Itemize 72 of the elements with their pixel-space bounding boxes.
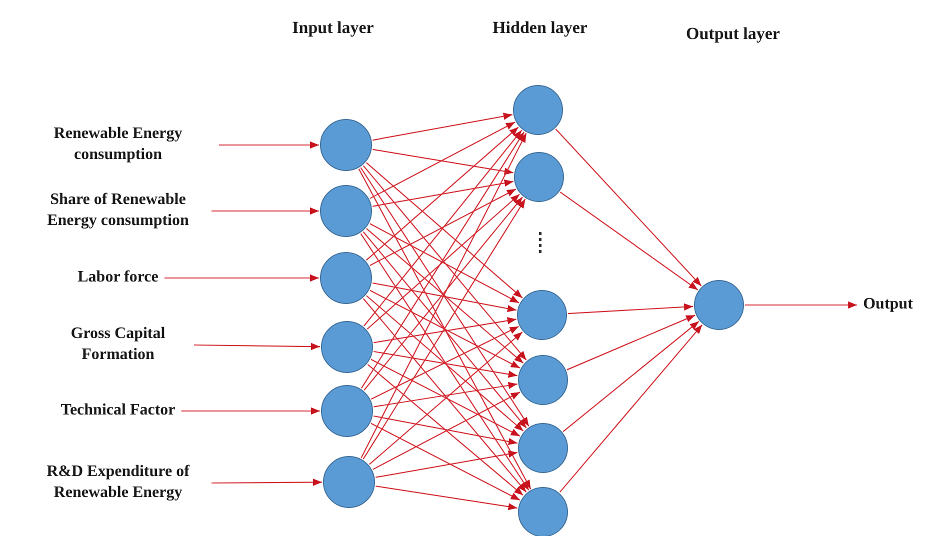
connection-arrow [360,167,530,426]
connection-arrow [181,407,320,415]
connection-arrow [360,132,527,458]
connection-arrow [362,198,526,460]
connection-arrow [372,392,520,470]
connection-arrow [364,196,523,390]
neuron-circle [694,280,744,330]
input-label: R&D Expenditure of Renewable Energy [30,462,206,504]
connection-arrow [366,228,524,364]
connection-arrow [374,350,518,378]
neuron-circle [514,152,564,202]
connection-arrow [370,290,520,369]
connection-arrow [376,450,518,478]
connection-arrow [555,128,702,286]
connection-arrow [364,130,522,326]
connection-arrow [219,141,319,149]
neuron-circle [320,252,372,304]
connection-arrow [376,486,518,510]
connection-arrow [370,188,516,266]
connection-arrow [361,132,525,388]
connection-arrow [559,324,703,493]
neuron-circle [517,290,567,340]
connection-arrow [370,122,516,199]
connection-arrow [372,148,514,175]
layer-heading: Output layer [686,24,780,44]
connection-arrow [372,282,517,312]
input-label: Technical Factor [60,400,176,422]
connection-arrow [367,364,524,496]
layer-heading: Input layer [292,18,374,38]
output-label: Output [863,294,913,316]
connection-arrow [374,317,516,344]
connection-arrow [362,165,527,360]
connection-arrow [366,194,520,330]
input-label: Renewable Energy consumption [23,124,213,166]
neuron-circle [518,487,568,536]
neuron-circle [321,321,373,373]
connection-arrow [369,332,523,465]
connection-arrow [370,326,519,400]
connection-arrow [373,415,518,446]
connection-arrow [212,478,322,486]
input-label: Gross Capital Formation [48,324,188,366]
neuron-circle [518,355,568,405]
connection-arrow [562,320,700,432]
connection-arrow [366,295,524,432]
connection-arrow [372,180,514,207]
connection-arrow [566,314,696,370]
neuron-circle [513,85,563,135]
connection-arrow [568,303,694,314]
input-label: Labor force [78,268,158,288]
connection-arrow [366,126,519,261]
connection-arrow [358,168,532,490]
connection-arrow [560,192,698,290]
connection-arrow [745,301,858,309]
connection-arrow [366,162,523,298]
neuron-circle [518,423,568,473]
connection-arrow [370,358,520,437]
connection-arrow [212,207,319,215]
input-label: Share of Renewable Energy consumption [30,190,206,232]
neuron-circle [321,385,373,437]
connection-arrow [374,382,518,408]
connection-arrow [164,274,319,282]
connection-arrow [362,231,527,428]
connection-arrow [370,223,520,304]
connection-arrow [370,422,520,501]
neuron-circle [320,185,372,237]
connection-arrow [360,233,530,491]
connection-arrow [372,112,513,141]
neuron-circle [320,119,372,171]
layer-heading: Hidden layer [492,18,588,38]
connection-arrow [194,342,320,350]
connection-arrow [362,298,527,492]
neuron-circle [323,456,375,508]
